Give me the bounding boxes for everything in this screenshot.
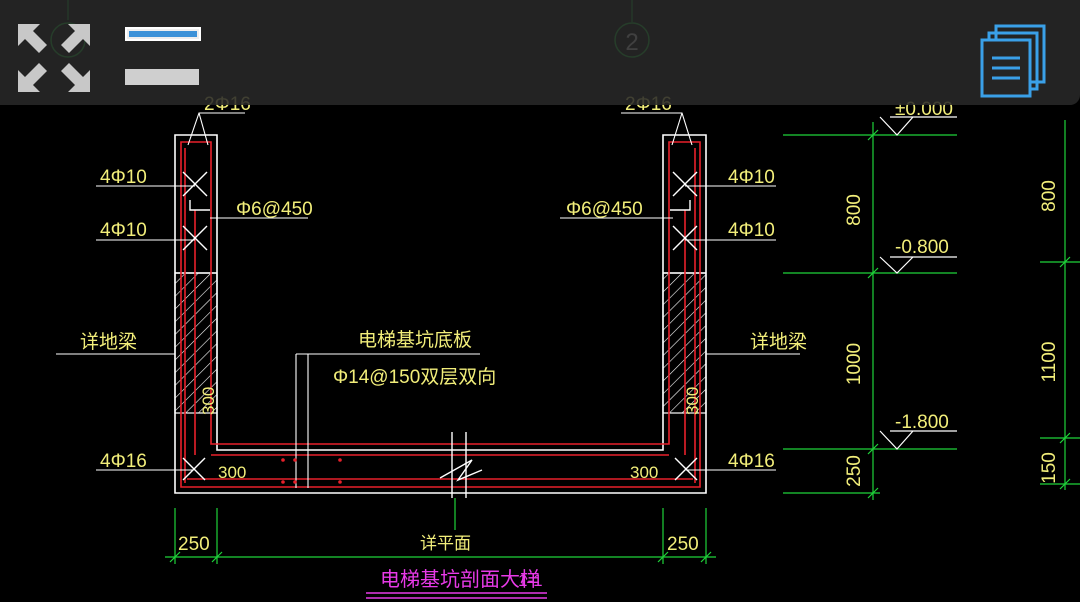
drawing-title-block: 电梯基坑剖面大样 1-1 [366,568,547,599]
pit-section-outline [174,134,707,494]
elev-bottom-label: -1.800 [895,412,949,433]
section-tag: 1-1 [518,571,543,590]
break-symbol [439,432,483,498]
stirrup-upper-left-label: 4Φ10 [100,167,147,188]
dim-800-b-label: 800 [1039,180,1060,212]
slab-dim-left-label: 300 [218,463,246,482]
dim-150-label: 150 [1039,452,1060,484]
width-dim-right-label: 250 [667,534,699,555]
elevation-dimensions [783,116,1080,500]
leader-lines [56,112,800,488]
stirrup-marks [182,171,698,481]
dim-1000-label: 1000 [844,343,865,385]
bottom-rebar-right-label: 4Φ16 [728,451,775,472]
stirrup-upper-right-label: 4Φ10 [728,167,775,188]
beam-right-label: 详地梁 [750,331,807,353]
plan-ref-label: 详平面 [420,534,471,553]
expand-arrows-icon[interactable] [14,20,94,96]
document-stack-icon[interactable] [978,22,1050,98]
stirrup-lower-left-label: 4Φ10 [100,220,147,241]
drawing-title: 电梯基坑剖面大样 [380,568,540,591]
viewer-toolbar [0,0,1080,105]
dim-250-v-label: 250 [844,455,865,487]
wall-dim-right-label: 300 [683,387,702,415]
slab-rebar-dots [281,458,342,484]
layer-bars-icon[interactable] [118,20,206,92]
slab-dim-right-label: 300 [630,463,658,482]
beam-left-label: 详地梁 [80,331,137,353]
tie-right-label: Φ6@450 [566,199,643,220]
stirrup-lower-right-label: 4Φ10 [728,220,775,241]
slab-rebar-label: Φ14@150双层双向 [333,366,496,388]
tie-left-label: Φ6@450 [236,199,313,220]
rebar-cage [180,141,701,488]
dim-1100-label: 1100 [1039,342,1060,383]
elev-mid-label: -0.800 [895,237,949,258]
bottom-rebar-left-label: 4Φ16 [100,451,147,472]
bottom-dimensions [165,498,716,564]
width-dim-left-label: 250 [178,534,210,555]
wall-dim-left-label: 300 [199,387,218,415]
slab-title-label: 电梯基坑底板 [358,329,472,351]
dim-800-a-label: 800 [844,194,865,226]
